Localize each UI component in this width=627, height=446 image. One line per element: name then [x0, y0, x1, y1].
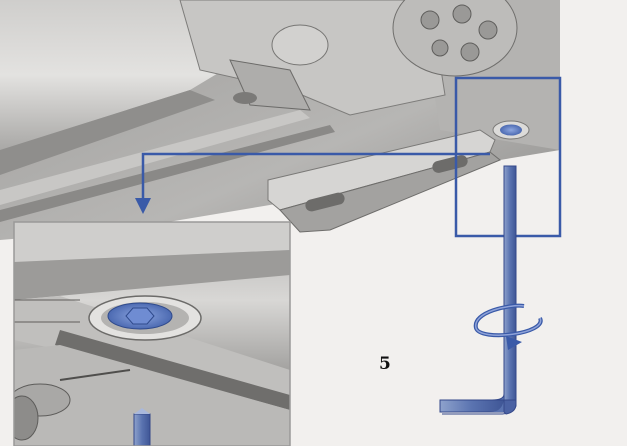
- rotation-arrow-icon: [473, 303, 543, 350]
- leader-arrow: [135, 152, 490, 214]
- callout-label: 5: [379, 354, 391, 374]
- hex-key: [439, 165, 517, 415]
- gear-cluster: [179, 0, 518, 116]
- screw-main: [492, 120, 530, 140]
- zoom-inset: [13, 221, 291, 446]
- arrow-down-icon: [135, 198, 151, 214]
- mounting-rail: [267, 129, 501, 233]
- screw-zoomed: [88, 295, 202, 341]
